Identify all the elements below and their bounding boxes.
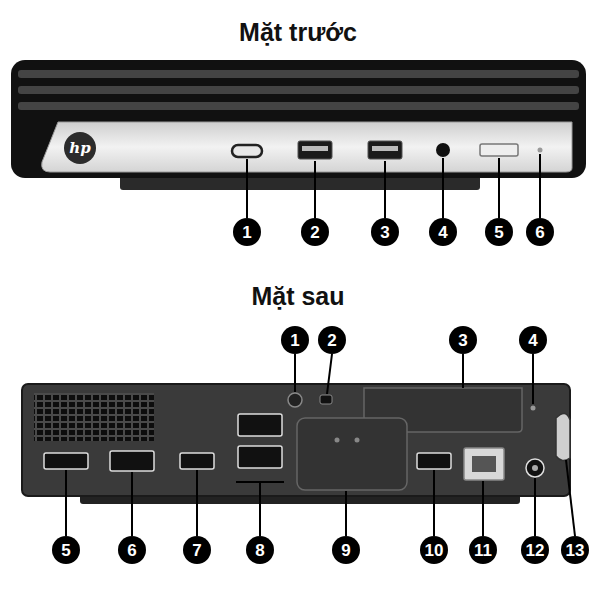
silver-panel xyxy=(42,122,572,172)
callout-number: 1 xyxy=(242,224,251,241)
usb-port xyxy=(238,414,282,436)
callout-number: 9 xyxy=(341,542,350,559)
rear-view xyxy=(22,326,589,564)
callout-circles xyxy=(233,218,554,246)
callout-number: 6 xyxy=(127,542,136,559)
hp-logo xyxy=(64,132,96,164)
cable-clip xyxy=(556,413,570,460)
hole xyxy=(335,438,340,443)
led xyxy=(538,148,543,153)
view-heading: Mặt trước xyxy=(239,20,357,45)
front-view xyxy=(11,60,586,246)
view-heading: Mặt sau xyxy=(251,284,344,309)
usb-port xyxy=(180,453,214,469)
usb-tongue xyxy=(302,146,328,151)
brand-logo: hp xyxy=(69,141,90,156)
callout-number: 11 xyxy=(474,542,492,559)
callout-number: 5 xyxy=(494,224,503,241)
callout-number: 4 xyxy=(528,332,537,349)
rj45-socket xyxy=(472,456,496,472)
power-button xyxy=(480,144,518,156)
displayport-port xyxy=(110,451,154,471)
padlock-loop xyxy=(531,406,536,411)
grille-band xyxy=(18,70,579,78)
callout-number: 3 xyxy=(380,224,389,241)
usb-c-port xyxy=(232,145,262,157)
callout-number: 2 xyxy=(310,224,319,241)
usb-tongue xyxy=(372,146,398,151)
rj45-port xyxy=(464,448,504,480)
usb-port xyxy=(238,446,282,468)
grille-band xyxy=(18,86,579,94)
callout-number: 5 xyxy=(61,542,70,559)
leader-lines xyxy=(66,354,575,536)
usb-port xyxy=(417,453,451,469)
vent xyxy=(34,393,154,441)
hole xyxy=(355,438,360,443)
leader-lines xyxy=(247,154,540,218)
pin xyxy=(532,465,538,471)
callout-circles xyxy=(52,326,589,564)
callout-number: 6 xyxy=(535,224,544,241)
grille-band xyxy=(18,102,579,110)
callout-number: 3 xyxy=(458,332,467,349)
hdmi-port xyxy=(44,453,88,469)
usb-a-port xyxy=(298,141,332,159)
callout-number: 12 xyxy=(526,542,545,559)
option-port-cover xyxy=(297,418,407,490)
usb-a-port xyxy=(368,141,402,159)
callout-number: 7 xyxy=(192,542,201,559)
callout-number: 8 xyxy=(255,542,264,559)
power-connector xyxy=(526,459,544,477)
callout-number: 4 xyxy=(438,224,447,241)
callout-number: 2 xyxy=(327,332,336,349)
lock-slot xyxy=(320,395,332,404)
callout-number: 13 xyxy=(566,542,585,559)
thumbscrew xyxy=(288,393,302,407)
audio-jack xyxy=(436,143,450,157)
callout-number: 10 xyxy=(425,542,444,559)
callout-number: 1 xyxy=(290,332,299,349)
rear-housing xyxy=(22,384,570,496)
